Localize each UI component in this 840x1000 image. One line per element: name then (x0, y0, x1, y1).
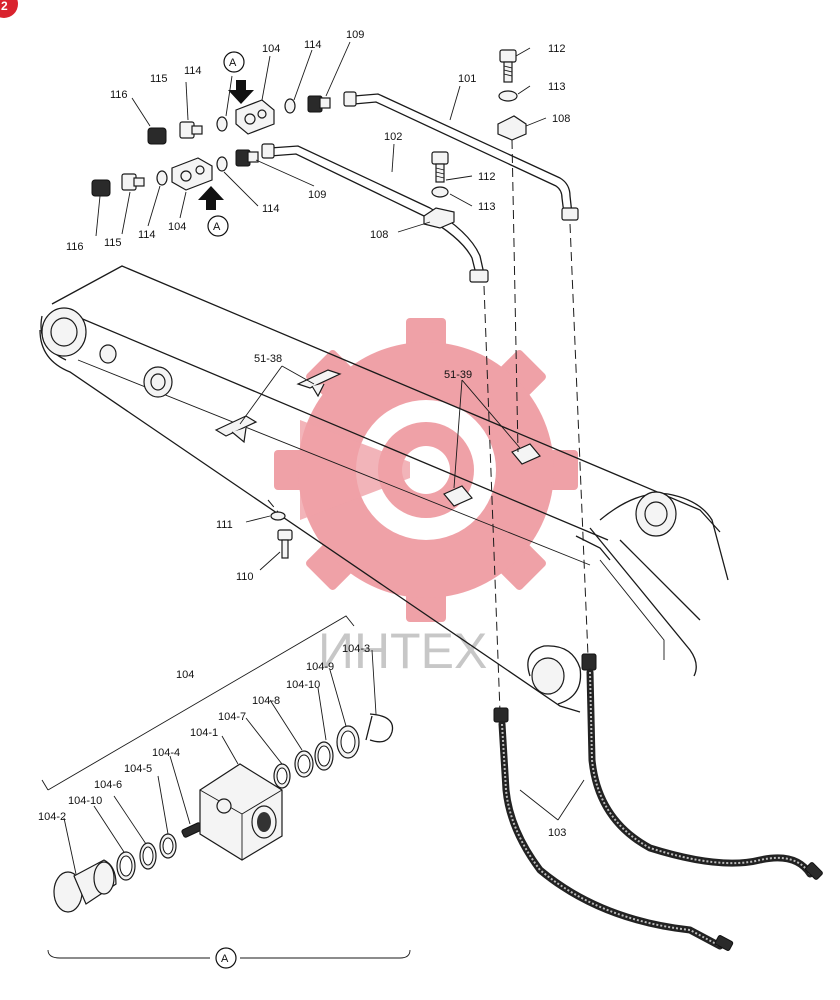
label-110: 110 (236, 571, 254, 583)
label-104-exploded: 104 (176, 669, 194, 681)
label-114-upper-right: 114 (304, 39, 322, 51)
corner-badge-text: 2 (1, 0, 8, 13)
label-104-10-left: 104-10 (68, 795, 102, 807)
label-101: 101 (458, 73, 476, 85)
label-104-4: 104-4 (152, 747, 180, 759)
boom-arm (39, 265, 729, 713)
view-a-letter-lower: A (213, 221, 221, 233)
view-a-letter-bottom: A (221, 953, 229, 965)
label-104-2: 104-2 (38, 811, 66, 823)
hose-103-right (581, 653, 823, 880)
label-113-lower: 113 (478, 201, 496, 213)
view-a-arrow-lower-icon (198, 186, 224, 210)
label-116-lower: 116 (66, 241, 84, 253)
watermark-text: ИНТЕХ (318, 623, 487, 679)
exploded-view-104 (41, 615, 411, 969)
pipe-101 (343, 91, 579, 221)
fittings-lower-row (91, 149, 259, 197)
label-112-upper: 112 (548, 43, 566, 55)
route-line-hose-left (483, 285, 501, 713)
label-104-8: 104-8 (252, 695, 280, 707)
label-104-10-right: 104-10 (286, 679, 320, 691)
label-114-upper-left: 114 (184, 65, 202, 77)
washer-113-lower (431, 186, 449, 198)
label-104-3: 104-3 (342, 643, 370, 655)
bolt-112-upper (499, 49, 517, 83)
washer-111 (270, 511, 286, 521)
label-114-lower-right: 114 (262, 203, 280, 215)
watermark-gear-icon (274, 318, 578, 622)
label-102: 102 (384, 131, 402, 143)
view-a-letter-upper: A (229, 57, 237, 69)
label-103: 103 (548, 827, 566, 839)
label-51-38: 51-38 (254, 353, 282, 365)
view-a-circle-lower (207, 215, 229, 237)
label-104-lower: 104 (168, 221, 186, 233)
label-104-6: 104-6 (94, 779, 122, 791)
label-115-lower: 115 (104, 237, 122, 249)
hose-103-left (493, 707, 734, 951)
route-line-hose-right (569, 223, 589, 657)
label-108-upper: 108 (552, 113, 570, 125)
bolt-112-lower (431, 151, 449, 183)
label-104-9: 104-9 (306, 661, 334, 673)
fittings-upper-row (147, 95, 331, 145)
route-line-clamp (511, 139, 519, 453)
bracket-51-38 (214, 369, 342, 444)
label-111: 111 (216, 519, 233, 531)
clamp-108-lower (423, 207, 455, 229)
label-104-upper: 104 (262, 43, 280, 55)
label-114-lower-left: 114 (138, 229, 156, 241)
label-113-upper: 113 (548, 81, 566, 93)
leader-lines (63, 41, 585, 875)
corner-badge: 2 (0, 0, 18, 18)
label-109-upper: 109 (346, 29, 364, 41)
label-51-39: 51-39 (444, 369, 472, 381)
label-104-1: 104-1 (190, 727, 218, 739)
label-108-lower: 108 (370, 229, 388, 241)
label-109-lower: 109 (308, 189, 326, 201)
route-line-bolt-110 (267, 499, 279, 513)
label-116-upper: 116 (110, 89, 128, 101)
view-a-circle-upper (223, 51, 245, 73)
label-112-lower: 112 (478, 171, 496, 183)
bolt-110 (277, 529, 293, 559)
clamp-108-upper (497, 115, 527, 141)
label-104-5: 104-5 (124, 763, 152, 775)
view-a-arrow-upper-icon (228, 80, 254, 104)
label-115-upper: 115 (150, 73, 168, 85)
label-104-7: 104-7 (218, 711, 246, 723)
washer-113-upper (498, 90, 518, 102)
bracket-51-39 (443, 443, 541, 507)
